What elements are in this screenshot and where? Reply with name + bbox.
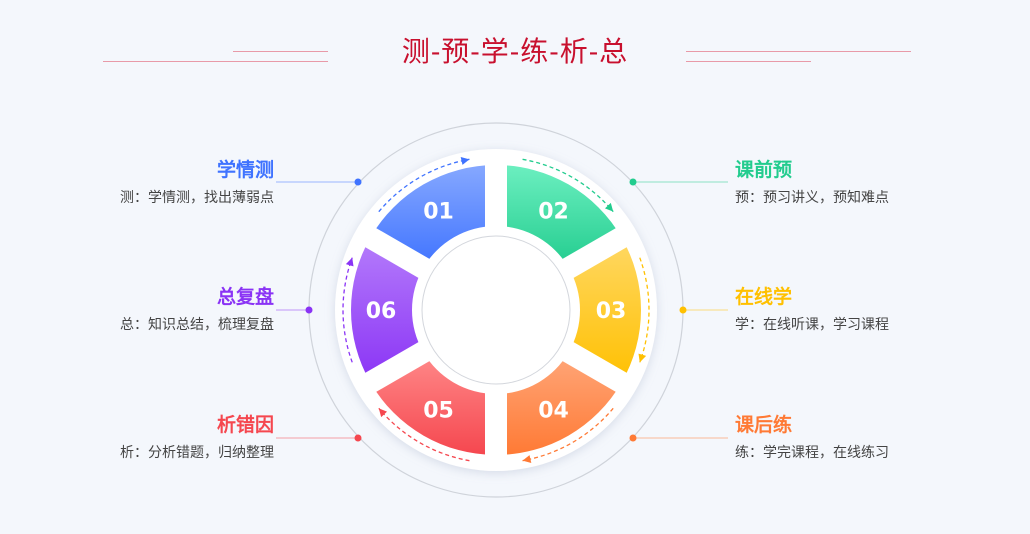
step-label-04: 课后练 练：学完课程，在线练习 [735, 412, 995, 462]
step-title: 析错因 [216, 414, 274, 436]
arrow-head-icon [638, 353, 647, 363]
segment-06 [351, 237, 424, 383]
segment-number: 04 [538, 399, 569, 424]
divider [686, 51, 911, 52]
connector-dot [679, 306, 687, 314]
step-desc: 总：知识总结，梳理复盘 [120, 317, 274, 333]
segment-number: 03 [596, 299, 627, 324]
connector-dot [354, 434, 362, 442]
arrow-head-icon [460, 157, 470, 165]
page-title: 测-预-学-练-析-总 [401, 35, 629, 68]
step-title: 总复盘 [216, 286, 274, 308]
step-desc: 练：学完课程，在线练习 [735, 445, 889, 461]
step-title: 课后练 [735, 414, 793, 436]
step-title: 学情测 [216, 159, 274, 181]
segment-number: 06 [366, 299, 397, 324]
step-label-06: 总复盘 总：知识总结，梳理复盘 [14, 284, 274, 334]
connector-dot [305, 306, 313, 314]
step-label-01: 学情测 测：学情测，找出薄弱点 [14, 157, 274, 207]
step-title: 课前预 [735, 159, 793, 181]
step-desc: 测：学情测，找出薄弱点 [120, 190, 274, 206]
arrow-head-icon [604, 202, 614, 212]
segment-05 [370, 352, 496, 455]
arrow-head-icon [345, 257, 354, 267]
step-label-05: 析错因 析：分析错题，归纳整理 [14, 412, 274, 462]
segment-02 [496, 165, 622, 268]
step-title: 在线学 [735, 286, 793, 308]
arrow-head-icon [522, 455, 532, 463]
step-label-03: 在线学 学：在线听课，学习课程 [735, 284, 995, 334]
step-label-02: 课前预 预：预习讲义，预知难点 [735, 157, 995, 207]
connector-dot [629, 178, 637, 186]
step-desc: 学：在线听课，学习课程 [735, 317, 889, 333]
segment-01 [370, 165, 496, 268]
connector-dot [629, 434, 637, 442]
center-circle [421, 235, 571, 385]
segment-03 [568, 237, 641, 383]
connector-dot [354, 178, 362, 186]
divider [686, 61, 811, 62]
segment-number: 01 [423, 199, 454, 224]
divider [103, 61, 328, 62]
segment-04 [496, 352, 622, 455]
step-desc: 析：分析错题，归纳整理 [120, 445, 274, 461]
arrow-head-icon [378, 408, 388, 418]
segment-number: 02 [538, 199, 569, 224]
step-desc: 预：预习讲义，预知难点 [735, 190, 889, 206]
divider [233, 51, 328, 52]
segment-number: 05 [423, 399, 454, 424]
